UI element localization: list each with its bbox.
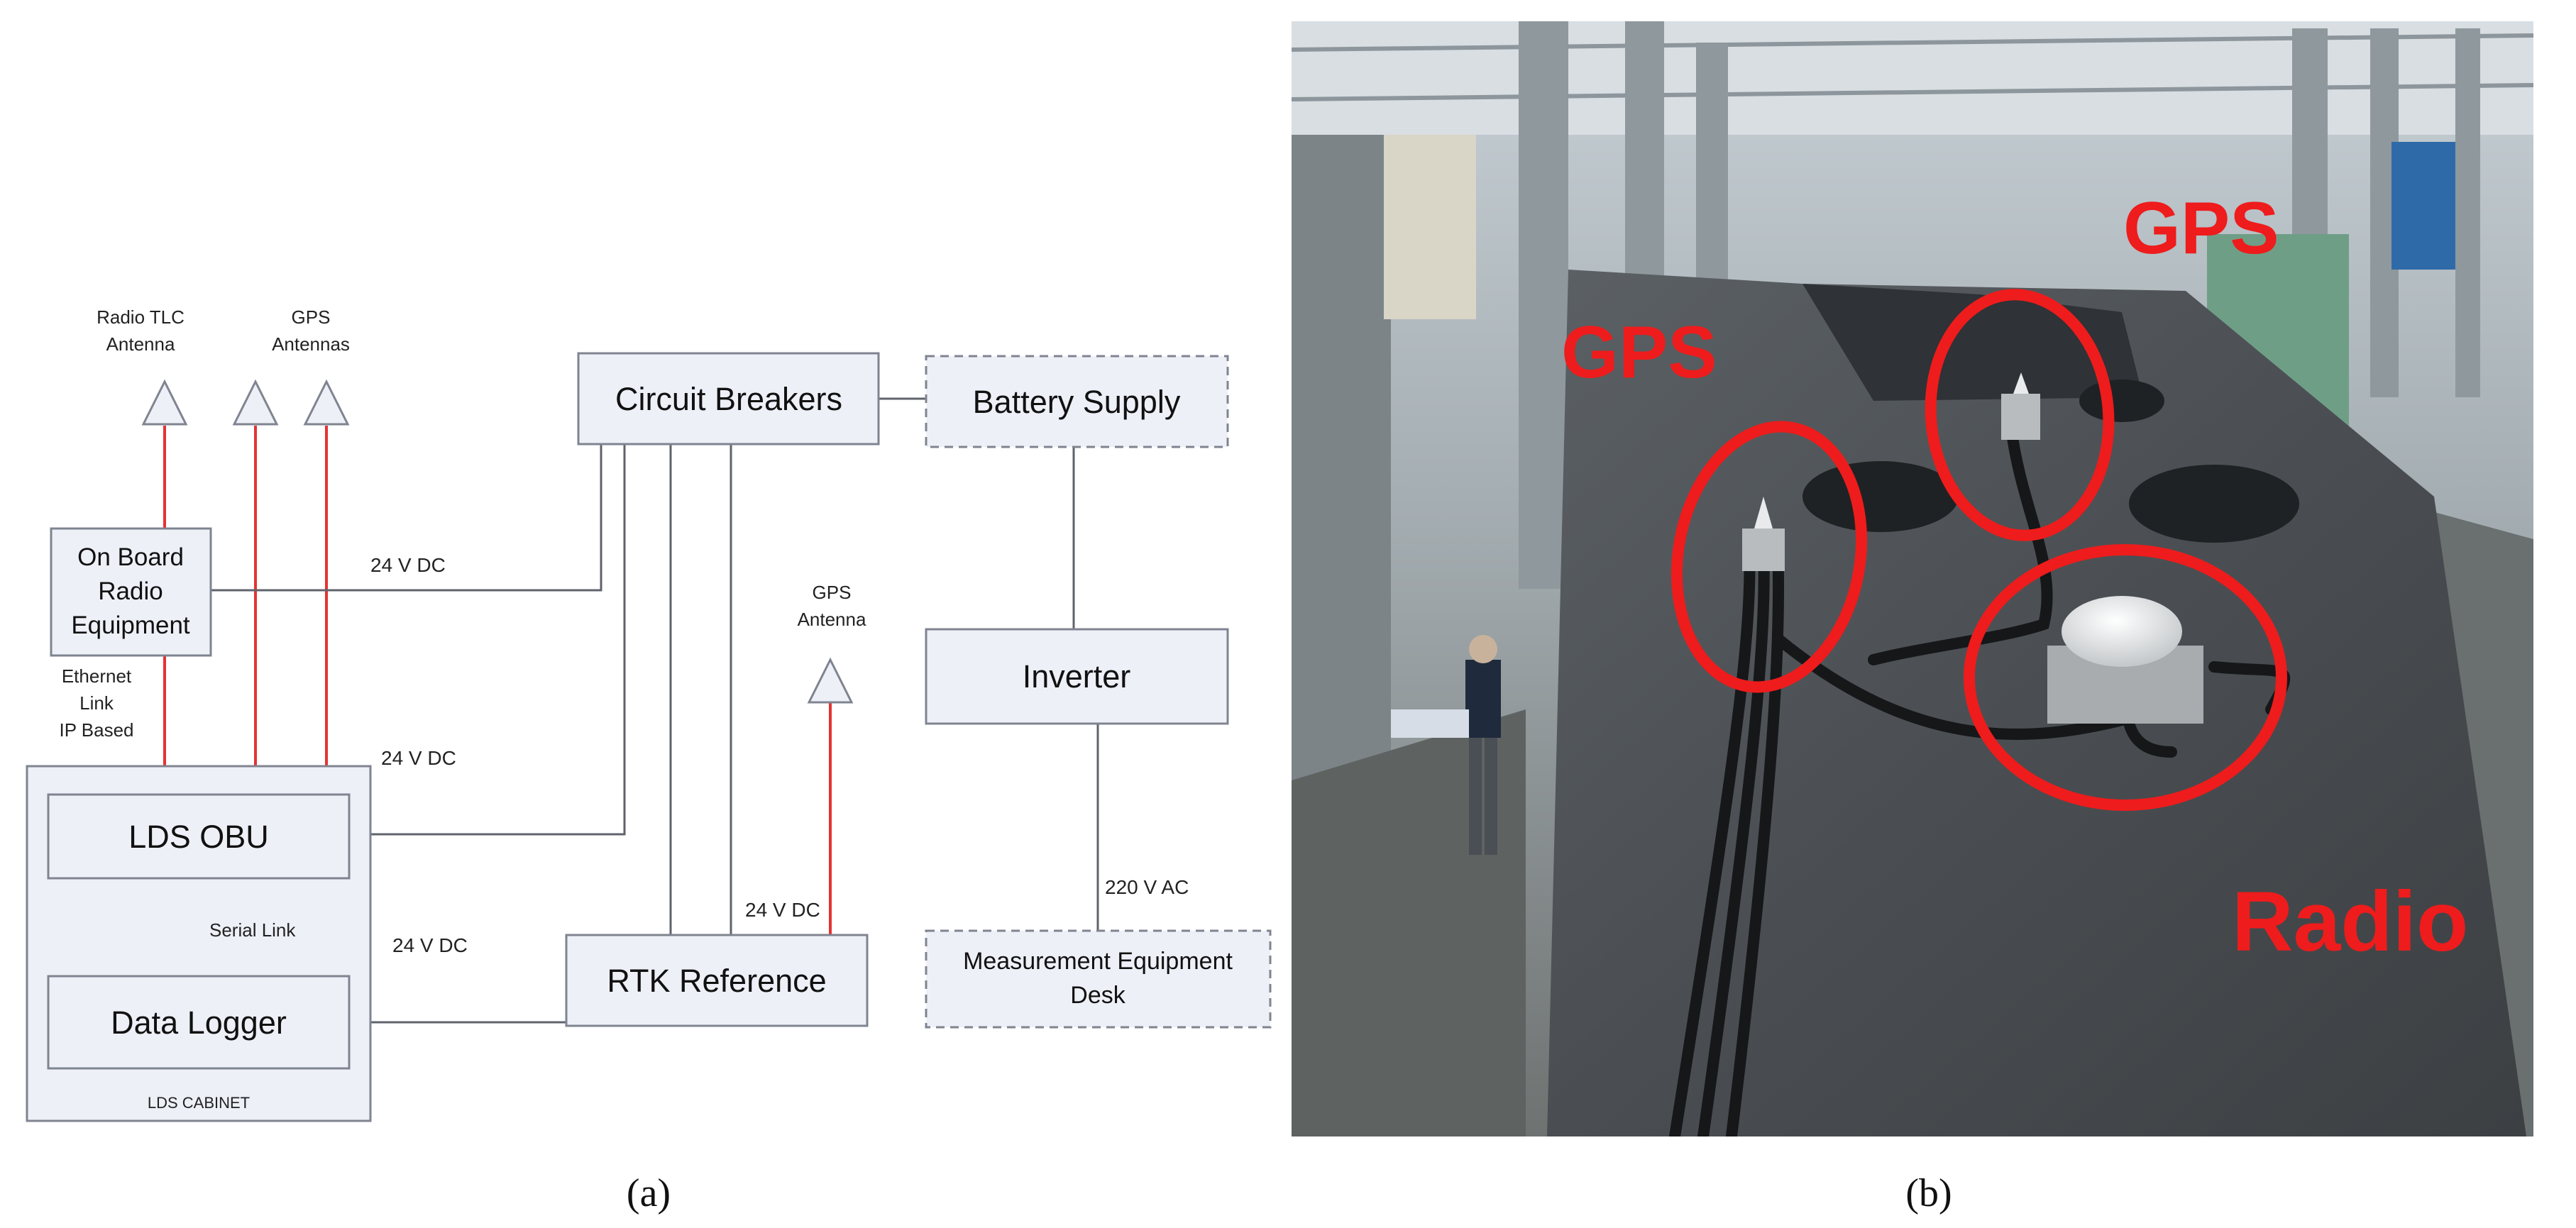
roof-photo: GPS GPS Radio (b) bbox=[1292, 21, 2533, 1215]
ethernet-link-label: IP Based bbox=[59, 719, 133, 741]
gps-antenna-label: Antenna bbox=[798, 609, 866, 630]
radio-tlc-antenna-label: Antenna bbox=[106, 333, 175, 355]
rtk-reference-label: RTK Reference bbox=[607, 963, 826, 999]
data-logger-label: Data Logger bbox=[111, 1005, 287, 1041]
gps-antennas-label: Antennas bbox=[272, 333, 350, 355]
panel-b-caption: (b) bbox=[1905, 1171, 1952, 1215]
photo-scene: GPS GPS Radio bbox=[1292, 21, 2533, 1136]
voltage-label-24v-dc: 24 V DC bbox=[381, 747, 456, 769]
measurement-desk-label: Measurement Equipment bbox=[963, 948, 1233, 975]
gps-antenna-icon bbox=[303, 379, 350, 426]
on-board-radio-label: Equipment bbox=[71, 612, 190, 639]
radio-tlc-antenna-label: Radio TLC bbox=[97, 306, 185, 328]
gps-antenna-photo-icon bbox=[2001, 372, 2040, 440]
rtk-reference-box bbox=[565, 934, 869, 1027]
lds-obu-label: LDS OBU bbox=[128, 819, 269, 855]
gps-label-right: GPS bbox=[2123, 187, 2279, 270]
on-board-radio-equipment-box bbox=[50, 527, 212, 657]
gps-antenna-label: GPS bbox=[813, 582, 852, 603]
inverter-label: Inverter bbox=[1023, 658, 1131, 695]
gps-antenna-icon bbox=[232, 379, 279, 426]
inverter-box bbox=[925, 628, 1229, 725]
voltage-label-24v-dc: 24 V DC bbox=[370, 554, 446, 576]
gps-antenna-photo-icon bbox=[1742, 497, 1785, 571]
system-diagram: Radio TLC Antenna GPS Antennas GPS Anten… bbox=[26, 306, 1272, 1215]
circuit-breakers-label: Circuit Breakers bbox=[615, 381, 842, 417]
ethernet-link-label: Ethernet bbox=[62, 665, 132, 687]
worker-figure bbox=[1391, 635, 1501, 855]
battery-supply-box bbox=[925, 355, 1229, 448]
panel-a-caption: (a) bbox=[627, 1171, 671, 1215]
on-board-radio-label: On Board bbox=[77, 543, 184, 571]
on-board-radio-label: Radio bbox=[98, 577, 163, 605]
radio-label: Radio bbox=[2232, 874, 2468, 969]
lds-obu-box bbox=[47, 793, 351, 880]
battery-supply-label: Battery Supply bbox=[973, 384, 1181, 420]
radio-antenna-photo-icon bbox=[2047, 596, 2203, 724]
lds-cabinet-label: LDS CABINET bbox=[148, 1094, 250, 1112]
radio-tlc-antenna-icon bbox=[141, 379, 188, 426]
gps-highlight-right bbox=[1925, 289, 2115, 541]
voltage-label-24v-dc: 24 V DC bbox=[745, 899, 820, 921]
gps-label-left: GPS bbox=[1561, 311, 1717, 394]
measurement-desk-label: Desk bbox=[1070, 982, 1125, 1009]
measurement-equipment-desk-box bbox=[925, 929, 1272, 1029]
gps-highlight-left bbox=[1670, 421, 1868, 693]
voltage-label-24v-dc: 24 V DC bbox=[392, 934, 468, 956]
data-logger-box bbox=[47, 975, 351, 1070]
gps-antenna-icon bbox=[807, 657, 854, 704]
radio-highlight bbox=[1964, 544, 2287, 811]
circuit-breakers-box bbox=[577, 352, 880, 446]
ethernet-link-label: Link bbox=[79, 692, 114, 714]
voltage-label-220v-ac: 220 V AC bbox=[1105, 876, 1189, 898]
gps-antennas-label: GPS bbox=[292, 306, 331, 328]
serial-link-label: Serial Link bbox=[209, 919, 296, 941]
